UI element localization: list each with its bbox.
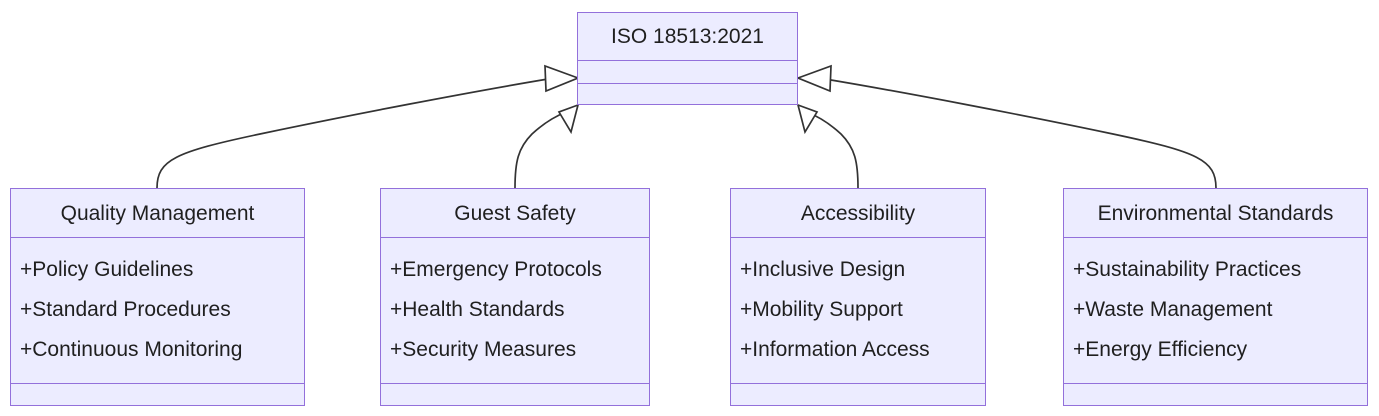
uml-attribute: +Security Measures: [390, 337, 577, 361]
uml-attribute: +Health Standards: [390, 298, 565, 322]
inheritance-arrowhead-right-inner: [796, 103, 819, 135]
edge-accessibility-to-parent: [806, 111, 859, 189]
inheritance-arrowhead-left-outer: [544, 64, 581, 93]
uml-class-title: ISO 18513:2021: [578, 13, 797, 61]
uml-class-iso-18513-2021[interactable]: ISO 18513:2021: [577, 12, 798, 105]
uml-class-title: Accessibility: [731, 189, 985, 238]
uml-attribute: +Mobility Support: [740, 298, 903, 322]
uml-methods-compartment: [1064, 384, 1367, 405]
uml-attribute: +Emergency Protocols: [390, 258, 602, 282]
uml-methods-compartment: [11, 384, 304, 405]
uml-attribute: +Standard Procedures: [20, 298, 231, 322]
uml-class-environmental-standards[interactable]: Environmental Standards +Sustainability …: [1063, 188, 1368, 406]
uml-class-title: Environmental Standards: [1064, 189, 1367, 238]
uml-attribute: +Waste Management: [1073, 298, 1273, 322]
uml-class-quality-management[interactable]: Quality Management +Policy Guidelines +S…: [10, 188, 305, 406]
uml-methods-compartment: [381, 384, 649, 405]
inheritance-arrowhead-left-inner: [557, 103, 580, 135]
edge-quality-management-to-parent: [156, 78, 549, 189]
uml-class-accessibility[interactable]: Accessibility +Inclusive Design +Mobilit…: [730, 188, 986, 406]
uml-attribute: +Energy Efficiency: [1073, 337, 1248, 361]
uml-attributes-compartment: [578, 61, 797, 84]
uml-class-title: Guest Safety: [381, 189, 649, 238]
uml-attribute: +Sustainability Practices: [1073, 258, 1302, 282]
uml-class-title: Quality Management: [11, 189, 304, 238]
uml-class-guest-safety[interactable]: Guest Safety +Emergency Protocols +Healt…: [380, 188, 650, 406]
edge-environmental-standards-to-parent: [824, 78, 1217, 189]
uml-attributes-compartment: +Emergency Protocols +Health Standards +…: [381, 238, 649, 384]
inheritance-arrowhead-right-outer: [795, 64, 832, 93]
uml-attributes-compartment: +Inclusive Design +Mobility Support +Inf…: [731, 238, 985, 384]
edge-guest-safety-to-parent: [514, 111, 567, 189]
uml-attribute: +Policy Guidelines: [20, 258, 194, 282]
uml-attributes-compartment: +Sustainability Practices +Waste Managem…: [1064, 238, 1367, 384]
uml-methods-compartment: [578, 84, 797, 104]
uml-methods-compartment: [731, 384, 985, 405]
uml-attributes-compartment: +Policy Guidelines +Standard Procedures …: [11, 238, 304, 384]
uml-attribute: +Information Access: [740, 337, 930, 361]
uml-attribute: +Inclusive Design: [740, 258, 906, 282]
uml-attribute: +Continuous Monitoring: [20, 337, 243, 361]
